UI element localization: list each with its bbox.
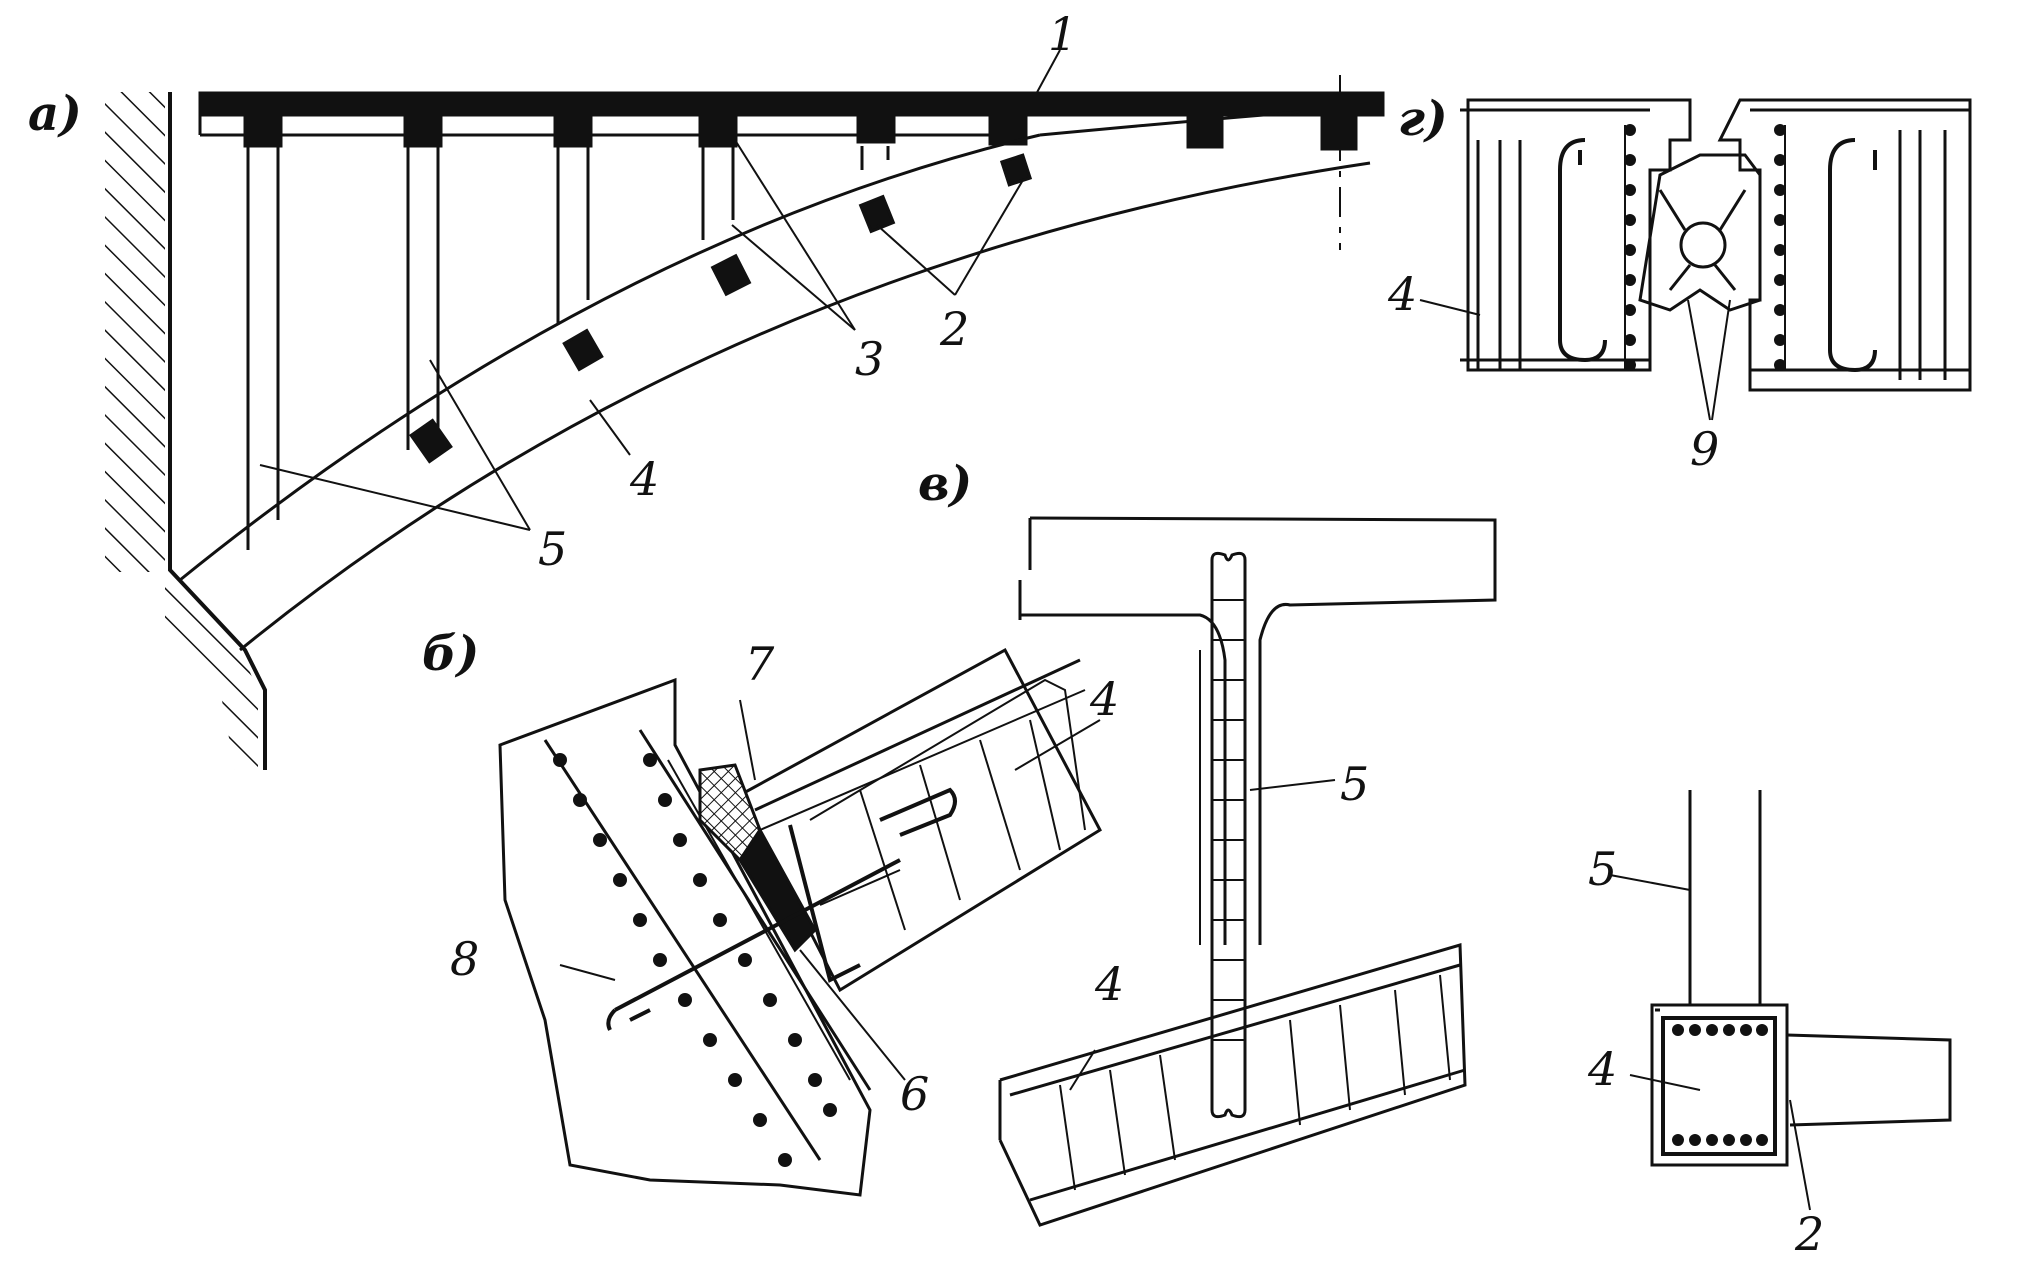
panel-v-drawing	[998, 516, 1497, 1227]
section-detail-rebar	[1672, 1024, 1768, 1146]
wall-hatch	[105, 92, 165, 572]
panel-b-label: б)	[422, 626, 479, 682]
callout-5-panel-a: 5	[538, 522, 567, 576]
wall-outline	[168, 92, 267, 770]
panel-a-label: а)	[28, 86, 82, 142]
panel-v-label: в)	[918, 456, 972, 512]
callout-4-panel-a: 4	[629, 452, 659, 506]
panel-b-rebar-dots	[553, 753, 837, 1167]
panel-g-drawing	[1419, 98, 1972, 421]
callout-7: 7	[745, 637, 775, 691]
roof-slab	[198, 91, 1385, 117]
callout-6: 6	[900, 1067, 929, 1121]
callout-9: 9	[1690, 422, 1719, 476]
panel-g-label: г)	[1398, 91, 1448, 147]
arch-lower	[239, 161, 1371, 652]
callout-2-section: 2	[1794, 1207, 1824, 1261]
callout-5-section: 5	[1588, 842, 1617, 896]
callout-4-panel-v: 4	[1094, 957, 1124, 1011]
callout-4-section: 4	[1587, 1042, 1617, 1096]
wall-hatch-lower	[165, 572, 258, 770]
callout-4-panel-g: 4	[1387, 267, 1417, 321]
callout-2: 2	[939, 302, 969, 356]
section-detail-drawing	[1609, 790, 1952, 1211]
arch-upper	[179, 133, 1041, 582]
callout-4-panel-b: 4	[1089, 672, 1119, 726]
callout-1: 1	[1048, 7, 1077, 61]
callout-3: 3	[855, 332, 884, 386]
panel-b-drawing	[498, 647, 1102, 1197]
panel-g-rebar-dots	[1624, 124, 1786, 371]
panel-a-drawing	[105, 49, 1385, 770]
callout-5-panel-v: 5	[1340, 757, 1369, 811]
callout-8: 8	[450, 932, 479, 986]
